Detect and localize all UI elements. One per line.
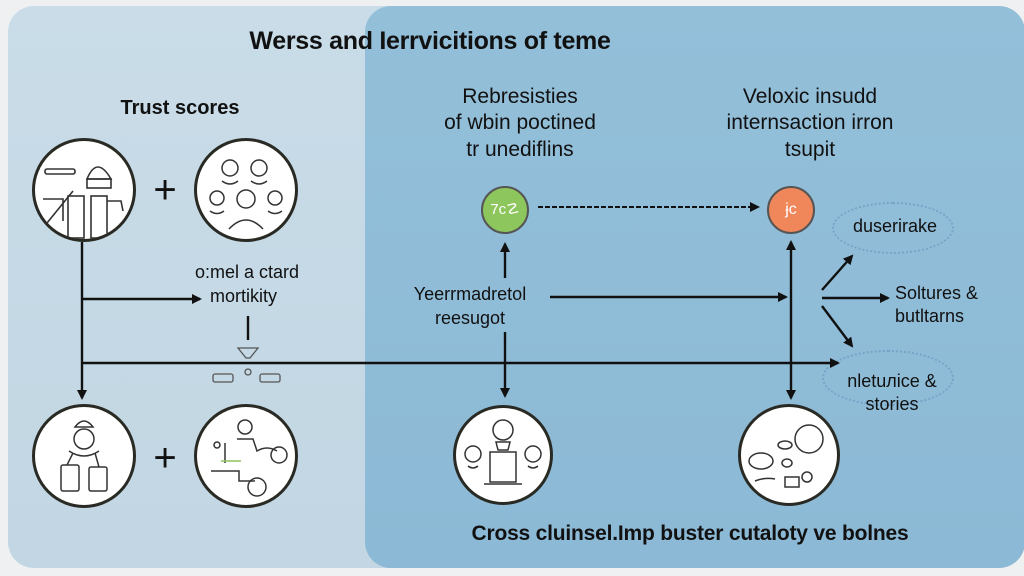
footer-caption: Cross cluinsel.Imp buster cutaloty ve bo… [471,522,909,545]
right-heading-line1: Veloxic insudd [742,85,878,108]
output-cloud-1 [832,202,954,254]
plus-sign: + [153,168,177,212]
people-group-icon [194,138,298,242]
people-activity-icon [194,404,298,508]
right-heading: Veloxic insudd internsaction irron tsupi… [680,84,940,163]
bubbles-objects-icon [738,404,840,506]
trust-scores-heading: Trust scores [120,97,240,119]
buildings-icon [32,138,136,242]
plus-sign: + [153,436,177,480]
center-middle-label-line2: reesugot [434,308,506,328]
output-label-2: Soltures & butltarns [895,282,1015,329]
green-node-glyph: 7c☡ [490,201,520,218]
diagram-title: Werss and Ierrvicitions of teme [249,27,611,55]
output-cloud-3 [822,350,954,406]
person-with-bags-icon [32,404,136,508]
output-label-2-line2: butltarns [895,306,965,327]
center-heading-line1: Rebresisties [462,85,578,108]
connector-fan-up [821,254,854,291]
middle-left-label-line1: o:mel a ctard [195,262,300,282]
center-middle-label-line1: Yeerrmadretol [413,284,527,304]
people-monument-icon [453,405,553,505]
output-label-3-line1: nletuлice & [847,371,937,391]
orange-node[interactable]: ɉc [767,186,815,234]
middle-left-label-line2: mortikity [210,286,277,306]
connector-fan-down [821,305,854,348]
output-label-3-line2: stories [865,394,919,415]
output-label-3: nletuлice & stories [832,370,952,417]
output-label-2-line1: Soltures & [895,283,979,303]
green-node[interactable]: 7c☡ [481,186,529,234]
center-heading-line2: of wbin poctined [444,111,596,135]
orange-node-glyph: ɉc [785,201,797,218]
right-heading-line2: internsaction irron [726,111,894,135]
right-heading-line3: tsupit [784,137,836,161]
funnel-icon [212,347,281,383]
output-label-1: duserirake [852,216,938,236]
center-heading: Rebresisties of wbin poctined tr unedifl… [400,84,640,163]
center-heading-line3: tr unediflins [466,137,574,161]
